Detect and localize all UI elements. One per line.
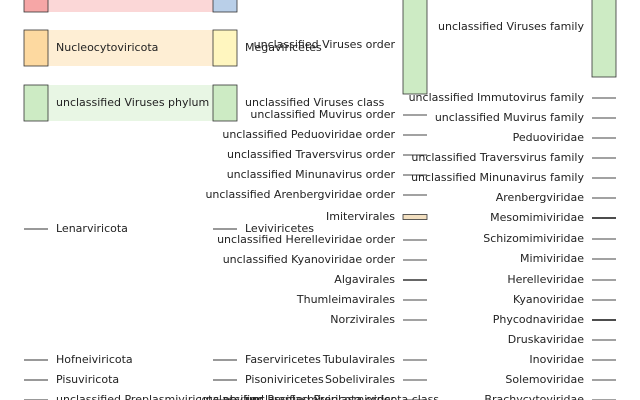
class-label-leviviricetes: Leviviricetes [245,222,314,235]
class-label-unclassified-preplasmiviricota-class: unclassified Preplasmiviricota class [245,393,439,400]
family-label-peduoviridae: Peduoviridae [513,131,585,144]
order-label-algavirales: Algavirales [334,273,395,286]
family-label-unclassified-minunavirus-family: unclassified Minunavirus family [411,171,584,184]
class-megaviricetes-node [212,29,238,67]
family-label-kyanoviridae: Kyanoviridae [513,293,584,306]
class-unclassified-viruses-class-node [212,84,238,122]
order-label-unclassified-traversvirus-order: unclassified Traversvirus order [227,148,395,161]
family-label-brachycytoviridae: Brachycytoviridae [484,393,584,400]
class-label-unclassified-viruses-class: unclassified Viruses class [245,96,385,109]
family-label-unclassified-traversvirus-family: unclassified Traversvirus family [411,151,584,164]
phylum-label-lenarviricota: Lenarviricota [56,222,128,235]
phylum-label-nucleocytoviricota: Nucleocytoviricota [56,41,158,54]
phylum-label-unclassified-viruses-phylum: unclassified Viruses phylum [56,96,209,109]
class-label-pisoniviricetes: Pisoniviricetes [245,373,324,386]
order-label-unclassified-muvirus-order: unclassified Muvirus order [250,108,395,121]
sankey-links [48,0,213,121]
order-label-unclassified-peduoviridae-order: unclassified Peduoviridae order [222,128,395,141]
family-label-herelleviridae: Herelleviridae [507,273,584,286]
order-label-unclassified-preplasmiviricota-order: unclassified Preplasmiviricota order [199,393,396,400]
link-nucleocytoviricota-to-megaviricetes [48,30,213,66]
phylum-nucleocytoviricota-node [23,29,49,67]
order-label-thumleimavirales: Thumleimavirales [296,293,395,306]
family-label-unclassified-viruses-family: unclassified Viruses family [438,20,584,33]
family-label-arenbergviridae: Arenbergviridae [496,191,584,204]
class-unlabeled-node [212,0,238,13]
order-label-imitervirales: Imitervirales [326,210,395,223]
family-unclassified-viruses-family-node [591,0,617,78]
order-label-sobelivirales: Sobelivirales [325,373,395,386]
family-label-inoviridae: Inoviridae [529,353,584,366]
phylum-unclassified-viruses-phylum-node [23,84,49,122]
sankey-nodes [23,0,617,400]
family-label-unclassified-immutovirus-family: unclassified Immutovirus family [409,91,585,104]
order-imitervirales-node [402,214,428,220]
order-label-unclassified-viruses-order: unclassified Viruses order [254,38,396,51]
phylum-label-hofneiviricota: Hofneiviricota [56,353,133,366]
order-unclassified-viruses-order-node [402,0,428,95]
class-label-megaviricetes: Megaviricetes [245,41,322,54]
order-label-norzivirales: Norzivirales [330,313,395,326]
family-label-schizomimiviridae: Schizomimiviridae [483,232,584,245]
phylum-unlabeled-node [23,0,49,13]
link-unlabeled-to-unlabeled [48,0,213,13]
family-label-druskaviridae: Druskaviridae [508,333,584,346]
order-label-unclassified-minunavirus-order: unclassified Minunavirus order [227,168,396,181]
family-label-solemoviridae: Solemoviridae [505,373,584,386]
order-label-unclassified-herelleviridae-order: unclassified Herelleviridae order [217,233,395,246]
family-label-phycodnaviridae: Phycodnaviridae [493,313,584,326]
phylum-label-pisuviricota: Pisuviricota [56,373,119,386]
class-label-faserviricetes: Faserviricetes [245,353,321,366]
order-label-unclassified-arenbergviridae-order: unclassified Arenbergviridae order [205,188,395,201]
sankey-labels: Nucleocytoviricota unclassified Viruses p… [56,20,584,400]
order-label-unclassified-kyanoviridae-order: unclassified Kyanoviridae order [223,253,396,266]
family-label-mimiviridae: Mimiviridae [520,252,584,265]
family-label-mesomimiviridae: Mesomimiviridae [490,211,584,224]
phylum-label-unclassified-preplasmiviricota-phylum: unclassified Preplasmiviricota phylum [56,393,264,400]
family-label-unclassified-muvirus-family: unclassified Muvirus family [435,111,585,124]
link-unclassified-viruses-phylum-to-unclassified-viruses-class [48,85,213,121]
order-label-tubulavirales: Tubulavirales [322,353,395,366]
